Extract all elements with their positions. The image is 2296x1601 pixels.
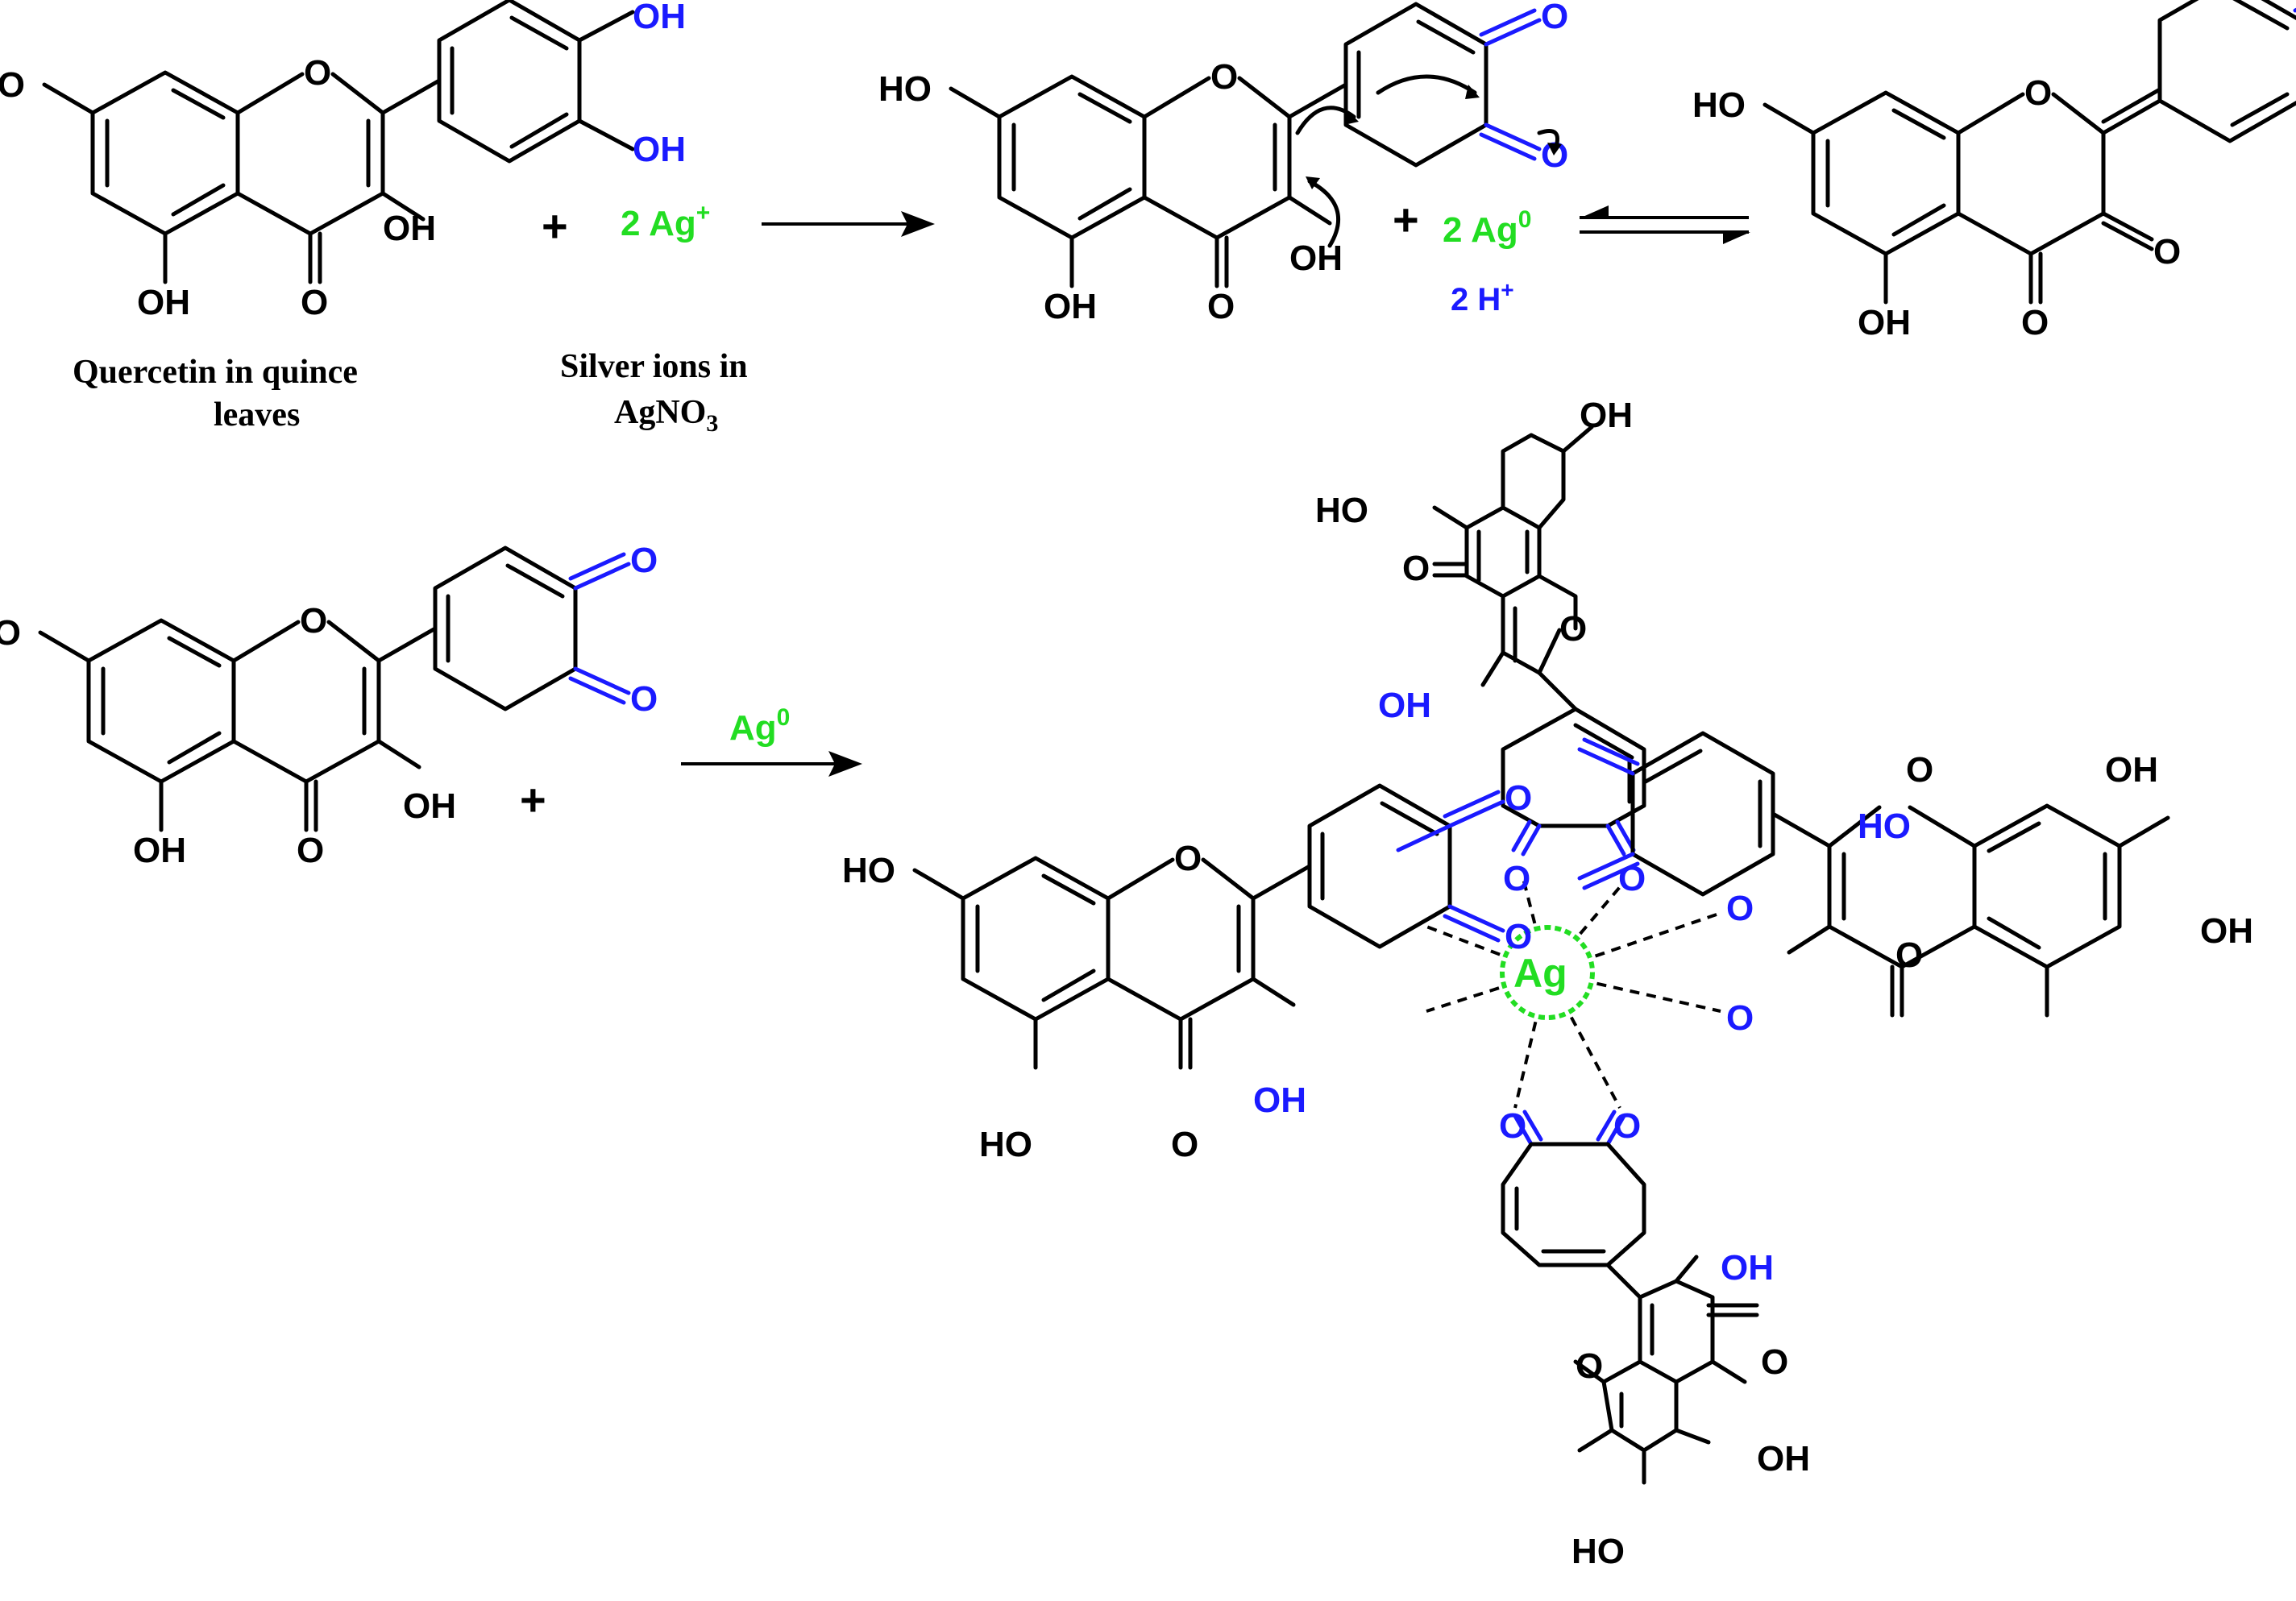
quercetin-quinone-intermediate: HO O OH O OH O O: [878, 0, 1568, 326]
quinone-o2-label: O: [630, 679, 658, 719]
carbonyl-o-label: O: [1207, 287, 1235, 326]
left-quinone-o1: O: [1505, 778, 1532, 818]
ligand-right: [1577, 733, 2168, 1015]
silver-atom-label: Ag: [1513, 951, 1567, 996]
ho-7-label: HO: [1692, 85, 1746, 125]
top-ho-5: HO: [1315, 491, 1368, 530]
plus-sign-2: +: [1393, 194, 1419, 245]
bottom-quinone-o1: O: [1499, 1106, 1526, 1146]
ho-7-label: HO: [0, 65, 25, 105]
top-oh-7: OH: [1580, 396, 1633, 435]
oh-5-label: OH: [137, 283, 190, 322]
ring-o-label: O: [304, 53, 331, 93]
left-oh-3: OH: [1253, 1080, 1306, 1120]
carbonyl-o-label: O: [297, 831, 324, 870]
quinone-o1-label: O: [1541, 0, 1568, 36]
bottom-oh-3: OH: [1721, 1248, 1774, 1288]
left-ring-o: O: [1174, 839, 1202, 878]
right-carbonyl-o: O: [1906, 750, 1933, 790]
silver-atom: [1500, 925, 1595, 1020]
ligand-left: HO O HO O OH O O: [842, 778, 1532, 1164]
left-quinone-o2: O: [1505, 917, 1532, 956]
right-ho-3: HO: [1858, 807, 1911, 846]
oh-3-label: OH: [383, 209, 436, 248]
ho-7-label: HO: [878, 69, 932, 109]
plus-sign-1: +: [542, 201, 568, 251]
ligand-top: O O O O OH HO OH: [1315, 396, 1646, 898]
oh-3p-label: OH: [633, 130, 686, 169]
bottom-oh-5: OH: [1757, 1439, 1810, 1479]
bottom-ho-7: HO: [1571, 1532, 1625, 1571]
left-ho-5: HO: [979, 1125, 1032, 1164]
bottom-ring-o: O: [1576, 1346, 1603, 1386]
oh-5-label: OH: [133, 831, 186, 870]
quinone-methide-tautomer: HO O OH O O O OH: [1692, 0, 2296, 342]
equilibrium-arrows: [1580, 205, 1750, 244]
right-oh-5: OH: [2105, 750, 2158, 790]
silver-ion-reagent: 2 Ag+: [621, 200, 710, 243]
caption-silver-line2: AgNO3: [614, 394, 718, 437]
top-quinone-o1: O: [1503, 859, 1530, 898]
oh-5-label: OH: [1044, 287, 1097, 326]
oh-5-label: OH: [1858, 303, 1911, 342]
right-ring-o: O: [1895, 935, 1923, 975]
oh-4p-label: OH: [633, 0, 686, 36]
right-oh-7: OH: [2200, 911, 2253, 951]
ring-o-label: O: [300, 601, 327, 641]
quercetin-molecule: HO O OH O OH OH OH: [0, 0, 686, 322]
silver-quercetin-complex: Ag O O O O O: [842, 396, 2253, 1571]
top-carbonyl-o: O: [1402, 549, 1430, 588]
caption-quercetin-line2: leaves: [214, 396, 300, 433]
carbonyl-o-label: O: [2021, 303, 2049, 342]
caption-silver-line1: Silver ions in: [560, 348, 748, 385]
reaction-arrow-1: [762, 211, 935, 237]
right-quinone-o2: O: [1726, 998, 1754, 1038]
quinone-reactant: HO O OH O OH O O: [0, 541, 658, 870]
ring-o-label: O: [1210, 57, 1238, 97]
oh-3-label: OH: [403, 786, 456, 826]
silver-zero-reagent: Ag0: [729, 704, 790, 748]
bottom-carbonyl-o: O: [1761, 1342, 1788, 1382]
top-oh-3: OH: [1378, 686, 1431, 725]
ligand-bottom: O O O O OH OH HO: [1499, 1106, 1810, 1571]
carbonyl-3-o-label: O: [2153, 232, 2181, 272]
carbonyl-o-label: O: [301, 283, 328, 322]
quinone-o1-label: O: [630, 541, 658, 580]
left-ho-7: HO: [842, 851, 895, 890]
silver-zero-product: 2 Ag0: [1443, 206, 1531, 250]
reaction-arrow-2: [681, 751, 862, 777]
bottom-quinone-o2: O: [1613, 1106, 1641, 1146]
right-quinone-o1: O: [1726, 889, 1754, 928]
oh-3-label: OH: [1289, 238, 1343, 278]
top-ring-o: O: [1559, 609, 1587, 649]
quinone-o2-label: O: [1541, 135, 1568, 175]
left-carbonyl-o: O: [1171, 1125, 1198, 1164]
plus-sign-3: +: [520, 774, 546, 825]
proton-product: 2 H+: [1451, 277, 1514, 317]
ring-o-label: O: [2024, 73, 2052, 113]
caption-quercetin-line1: Quercetin in quince: [73, 354, 358, 391]
ho-7-label: HO: [0, 613, 21, 653]
